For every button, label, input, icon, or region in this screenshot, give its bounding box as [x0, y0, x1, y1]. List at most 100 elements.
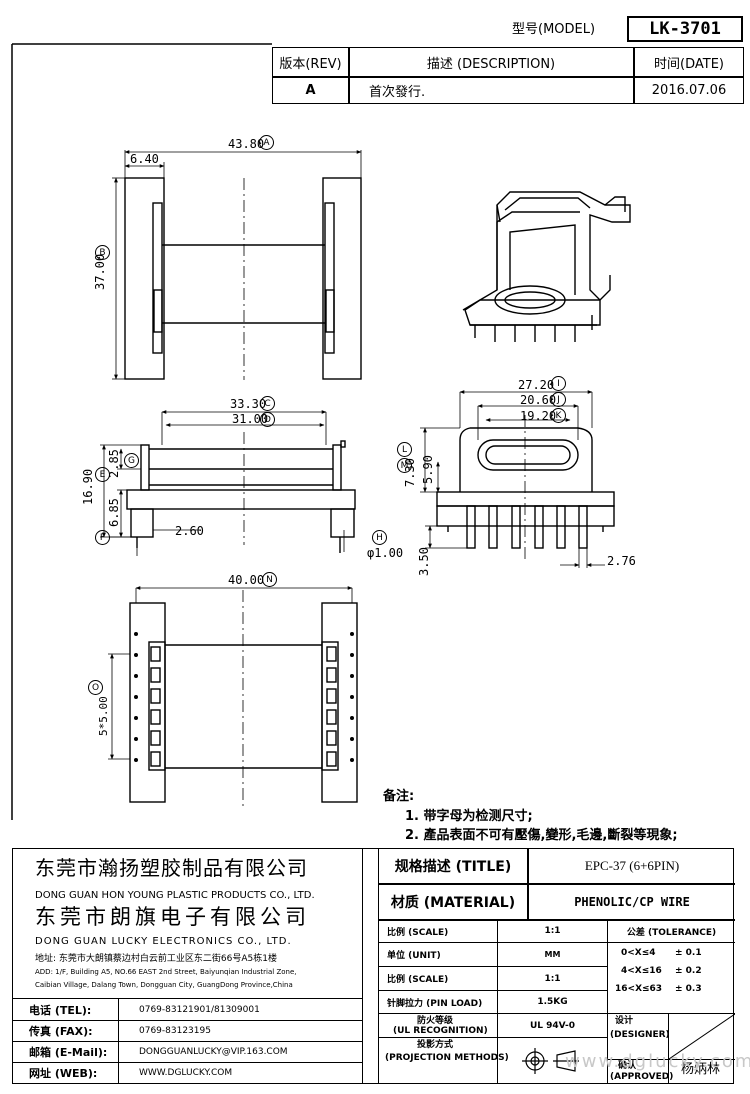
tol-1-range: 0<X≤4 — [621, 948, 656, 958]
company-address-en-2: Caibian Village, Dalang Town, Dongguan C… — [35, 981, 293, 989]
isometric-view — [462, 191, 631, 342]
top-view — [112, 150, 362, 380]
tol-2-range: 4<X≤16 — [621, 966, 662, 976]
company-name-1-en: DONG GUAN HON YOUNG PLASTIC PRODUCTS CO.… — [35, 890, 315, 901]
balloon-L: L — [397, 442, 412, 457]
approved-label-en: (APPROVED) — [610, 1072, 674, 1082]
dim-phi-1-00: φ1.00 — [367, 546, 404, 560]
balloon-A: A — [259, 135, 274, 150]
pinload-value: 1.5KG — [537, 997, 568, 1007]
balloon-F: F — [95, 530, 110, 545]
title-value: EPC-37 (6+6PIN) — [584, 858, 680, 873]
contact-block: 电话 (TEL): 0769-83121901/81309001 传真 (FAX… — [13, 999, 363, 1084]
date-value: 2016.07.06 — [651, 83, 727, 98]
tol-3-range: 16<X≤63 — [615, 984, 663, 994]
tol-1-value: ± 0.1 — [675, 948, 702, 958]
desc-header: 描述 (DESCRIPTION) — [426, 56, 556, 72]
tel-label: 电话 (TEL): — [29, 1003, 92, 1017]
tel-value: 0769-83121901/81309001 — [139, 1004, 260, 1015]
spec-block: 规格描述 (TITLE) EPC-37 (6+6PIN) 材质 (MATERIA… — [378, 849, 750, 1084]
title-label: 规格描述 (TITLE) — [394, 859, 512, 875]
company-name-1: 东莞市瀚扬塑胶制品有限公司 — [35, 858, 308, 880]
dim-6-85: 6.85 — [107, 498, 121, 527]
dim-19-20: 19.20 — [520, 409, 557, 423]
balloon-G: G — [124, 453, 139, 468]
fire-label-en: (UL RECOGNITION) — [393, 1026, 488, 1036]
scale-value: 1:1 — [544, 926, 561, 936]
balloon-D: D — [260, 412, 275, 427]
tol-3-value: ± 0.3 — [675, 984, 702, 994]
projection-label-en: (PROJECTION METHODS) — [385, 1053, 509, 1063]
unit-value: MM — [544, 950, 561, 959]
dim-31-00: 31.00 — [232, 412, 269, 426]
material-label: 材质 (MATERIAL) — [390, 894, 516, 911]
scale2-label: 比例 (SCALE) — [387, 975, 449, 985]
date-header: 时间(DATE) — [654, 56, 724, 72]
balloon-C: C — [260, 396, 275, 411]
technical-drawing — [11, 43, 631, 820]
fax-label: 传真 (FAX): — [29, 1024, 93, 1038]
unit-label: 单位 (UNIT) — [387, 951, 441, 961]
company-address-cn: 地址: 东莞市大朗镇蔡边村白云前工业区东二街66号A5栋1楼 — [35, 954, 277, 964]
designer-label-cn: 设计 — [615, 1016, 634, 1026]
side-view — [100, 410, 356, 556]
model-label: 型号(MODEL) — [512, 22, 596, 37]
rev-value: A — [305, 83, 316, 98]
dim-2-60: 2.60 — [175, 524, 204, 538]
title-block: 东莞市瀚扬塑胶制品有限公司 DONG GUAN HON YOUNG PLASTI… — [12, 848, 750, 1084]
fax-value: 0769-83123195 — [139, 1025, 211, 1036]
web-label: 网址 (WEB): — [29, 1066, 98, 1080]
company-name-2: 东莞市朗旗电子有限公司 — [35, 905, 310, 929]
balloon-N: N — [262, 572, 277, 587]
dim-43-80: 43.80 — [228, 137, 265, 151]
approved-name: 杨炳林 — [681, 1062, 721, 1077]
balloon-B: B — [95, 245, 110, 260]
balloon-M: M — [397, 458, 412, 473]
balloon-K: K — [551, 408, 566, 423]
scale-label: 比例 (SCALE) — [387, 927, 449, 938]
dim-40-00: 40.00 — [228, 573, 265, 587]
designer-slash — [669, 1014, 735, 1059]
notes-title: 备注: — [383, 789, 415, 804]
material-value: PHENOLIC/CP WIRE — [574, 894, 690, 909]
tolerance-label: 公差 (TOLERANCE) — [626, 927, 717, 938]
watermark: www.dglucky.com — [565, 1051, 750, 1072]
dim-20-60: 20.60 — [520, 393, 557, 407]
note-2: 2. 產品表面不可有壓傷,變形,毛邊,斷裂等現象; — [405, 828, 678, 843]
scale2-value: 1:1 — [544, 973, 561, 984]
bottom-view — [108, 586, 358, 808]
front-view — [420, 390, 615, 568]
dim-3-50: 3.50 — [417, 547, 431, 576]
balloon-J: J — [551, 392, 566, 407]
desc-value: 首次發行. — [369, 85, 426, 100]
web-value: WWW.DGLUCKY.COM — [139, 1067, 233, 1078]
note-1: 1. 带字母为检测尺寸; — [405, 809, 533, 824]
fire-label-cn: 防火等级 — [417, 1016, 454, 1026]
dim-5-90: 5.90 — [421, 455, 435, 484]
balloon-E: E — [95, 467, 110, 482]
model-value: LK-3701 — [627, 16, 743, 42]
balloon-H: H — [372, 530, 387, 545]
tol-2-value: ± 0.2 — [675, 966, 702, 976]
company-name-2-en: DONG GUAN LUCKY ELECTRONICS CO., LTD. — [35, 936, 292, 947]
dim-16-90: 16.90 — [81, 468, 95, 505]
company-address-en-1: ADD: 1/F, Building A5, NO.66 EAST 2nd St… — [35, 968, 297, 976]
pinload-label: 针脚拉力 (PIN LOAD) — [387, 998, 483, 1009]
designer-label-en: (DESIGNER) — [610, 1030, 670, 1040]
dim-5x5-00: 5*5.00 — [97, 696, 110, 736]
fire-value: UL 94V-0 — [529, 1020, 575, 1031]
email-value: DONGGUANLUCKY@VIP.163.COM — [139, 1046, 288, 1057]
projection-label-cn: 投影方式 — [417, 1040, 454, 1050]
balloon-I: I — [551, 376, 566, 391]
projection-symbol-icon — [522, 1048, 579, 1074]
dim-27-20: 27.20 — [518, 378, 555, 392]
dim-33-30: 33.30 — [230, 397, 267, 411]
dim-6-40: 6.40 — [130, 152, 159, 166]
revision-table: 版本(REV) 描述 (DESCRIPTION) 时间(DATE) A 首次發行… — [272, 47, 744, 104]
email-label: 邮箱 (E-Mail): — [29, 1045, 108, 1059]
rev-header: 版本(REV) — [279, 56, 342, 72]
approved-label-cn: 确认 — [618, 1061, 637, 1071]
balloon-O: O — [88, 680, 103, 695]
company-block: 东莞市瀚扬塑胶制品有限公司 DONG GUAN HON YOUNG PLASTI… — [13, 849, 363, 999]
dim-2-76: 2.76 — [607, 554, 636, 568]
